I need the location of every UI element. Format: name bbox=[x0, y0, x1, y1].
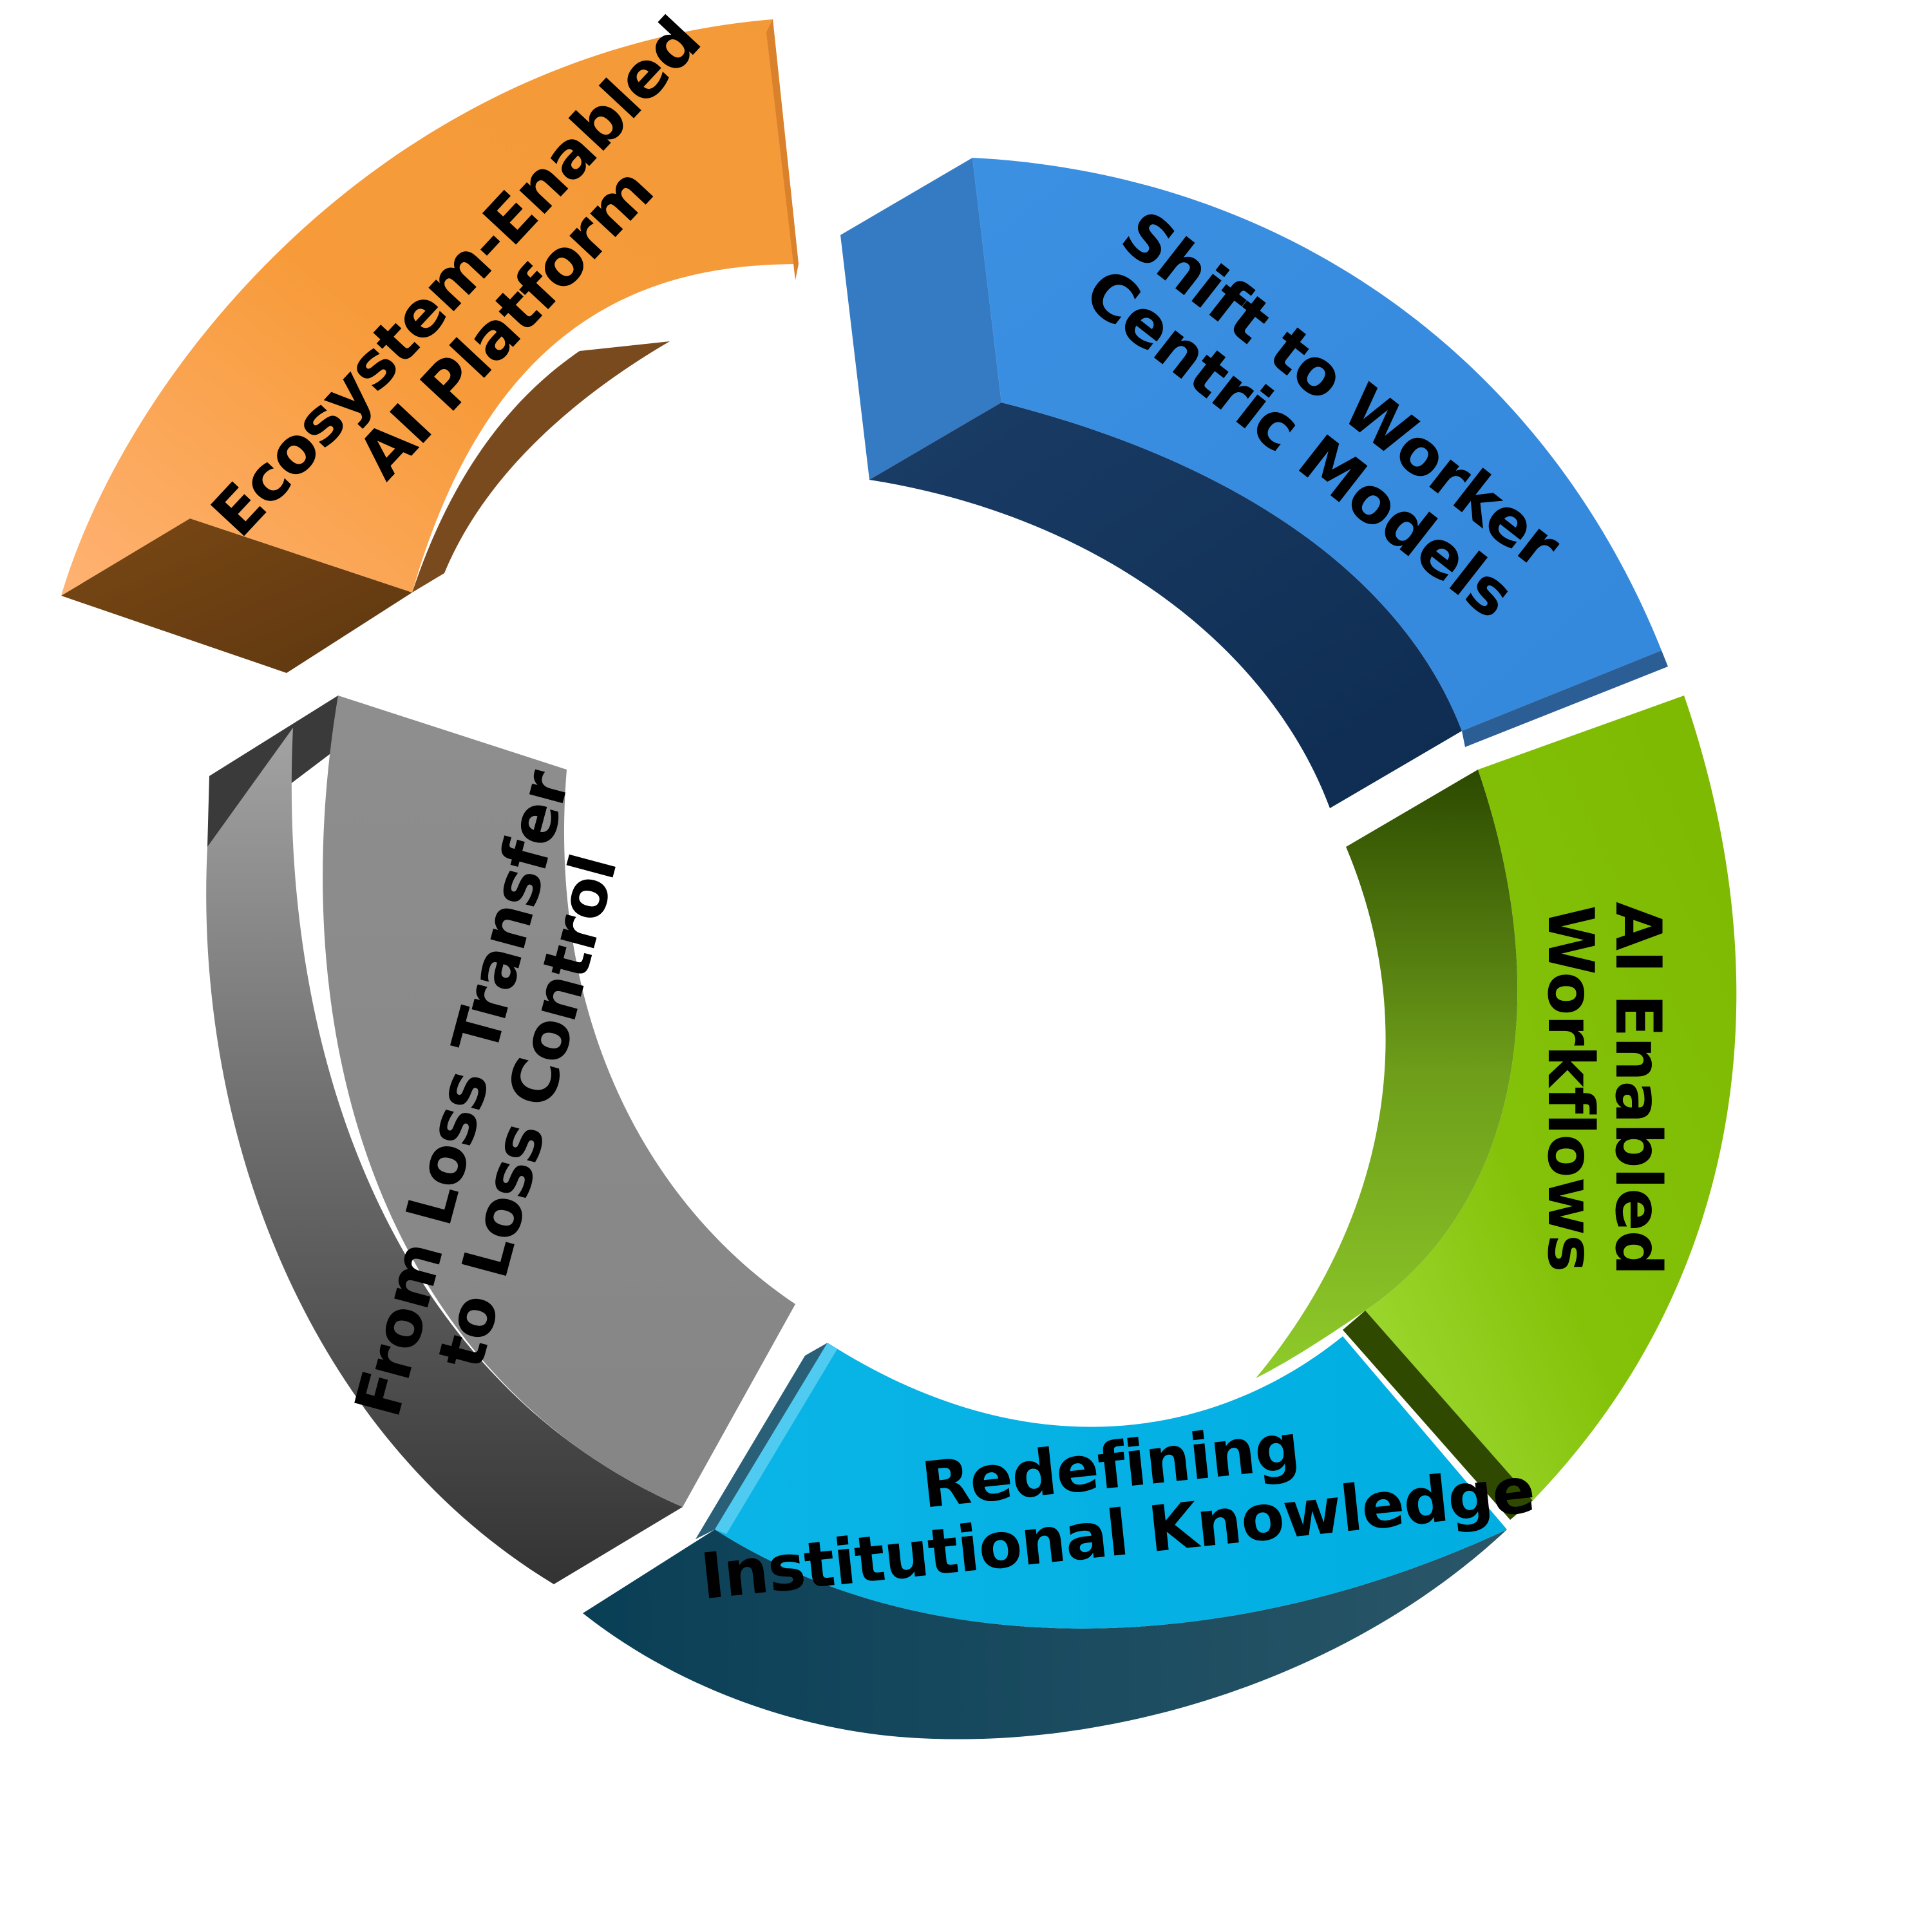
segment-from-loss-transfer-to-loss-control bbox=[206, 696, 795, 1584]
segment-top-face bbox=[61, 19, 799, 596]
segment-ecosystem-enabled-ai-platform bbox=[61, 19, 799, 673]
segment-inner-face bbox=[869, 402, 1462, 808]
segment-side-face bbox=[840, 158, 1001, 480]
label-line-2: Workflows bbox=[1533, 905, 1607, 1272]
segment-inner-face bbox=[412, 341, 670, 592]
segment-ai-enabled-workflows bbox=[1256, 696, 1737, 1520]
segment-inner-face bbox=[583, 1530, 1507, 1739]
segment-redefining-institutional-knowledge bbox=[583, 1336, 1507, 1739]
segment-side-face bbox=[61, 518, 412, 673]
segment-top-face bbox=[715, 1336, 1507, 1629]
label-line-1: AI Enabled bbox=[1601, 902, 1674, 1275]
segment-inner-face bbox=[206, 728, 683, 1584]
label-ai-enabled-workflows: AI Enabled Workflows bbox=[1533, 902, 1674, 1275]
segment-side-face bbox=[696, 1343, 828, 1539]
segment-end-face bbox=[1462, 650, 1668, 747]
segment-top-face bbox=[323, 696, 795, 1507]
segment-top-face bbox=[972, 158, 1662, 731]
segment-inner-face bbox=[1256, 770, 1518, 1378]
segment-end-face bbox=[715, 1343, 837, 1534]
segment-side-face bbox=[1343, 1311, 1533, 1520]
segment-top-face bbox=[1365, 696, 1737, 1501]
segment-shift-to-worker-centric-models bbox=[840, 158, 1668, 808]
segment-end-face bbox=[766, 19, 799, 280]
